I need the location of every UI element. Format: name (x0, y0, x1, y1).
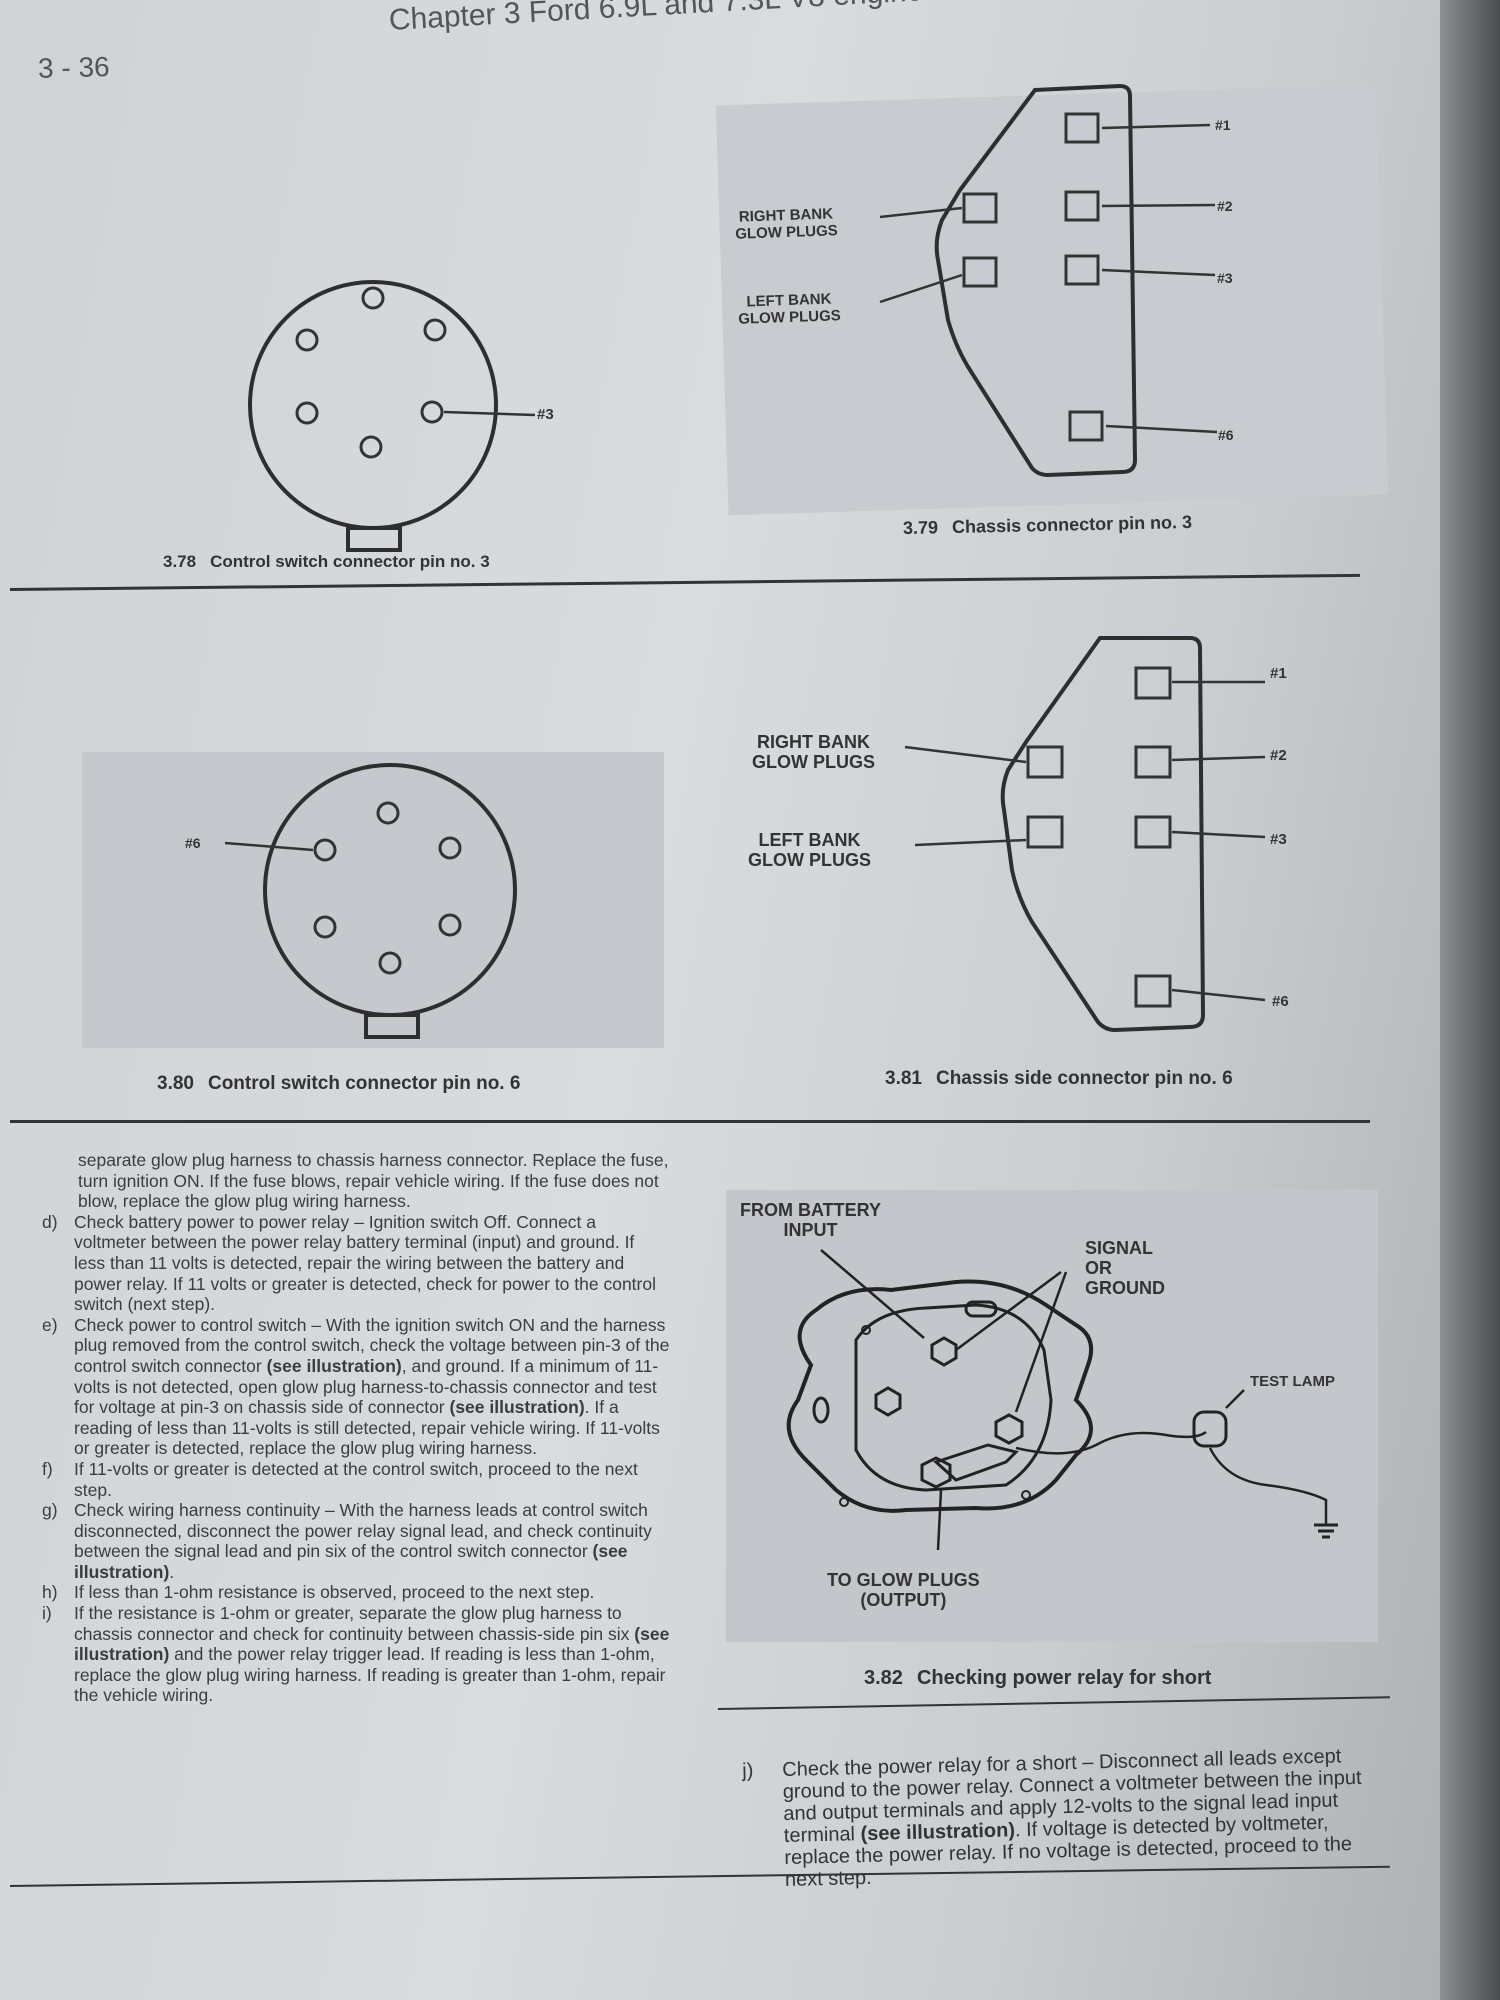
fig-381-caption: 3.81 Chassis side connector pin no. 6 (885, 1068, 1233, 1090)
body-steps: d) Check battery power to power relay – I… (42, 1212, 670, 1706)
fig-381-pin-2: #2 (1270, 747, 1287, 764)
text-run: If the resistance is 1-ohm or greater, s… (74, 1603, 635, 1644)
text-run: . If a reading of less than 11-volts is … (74, 1397, 660, 1459)
fig-382-text: Checking power relay for short (916, 1667, 1212, 1689)
fig-381-pin-3: #3 (1270, 831, 1287, 848)
fig-380-diagram (224, 763, 517, 1039)
fig-379-number: 3.79 (902, 517, 939, 539)
test-lamp-bulb (1192, 1410, 1228, 1448)
pin-6-leader (224, 841, 314, 852)
fig-381-pin-1: #1 (1270, 665, 1287, 682)
step-tag: h) (42, 1582, 58, 1603)
fig-380-background (82, 752, 664, 1048)
separator-rule (9, 573, 1360, 591)
pin-3-leader (443, 410, 536, 417)
pin (295, 328, 319, 352)
pin (359, 435, 383, 459)
text-run: If 11-volts or greater is detected at th… (74, 1458, 638, 1500)
fig-381-text: Chassis side connector pin no. 6 (935, 1068, 1233, 1089)
separator-rule (10, 1120, 1370, 1123)
fig-379-diagram (879, 83, 1218, 478)
fig-378-text: Control switch connector pin no. 3 (210, 552, 490, 571)
fig-381-number: 3.81 (885, 1068, 922, 1089)
text-run: Check wiring harness continuity – With t… (74, 1500, 652, 1562)
body-text-column: separate glow plug harness to chassis ha… (42, 1150, 670, 1706)
pin (361, 286, 385, 310)
fig-379-text: Chassis connector pin no. 3 (951, 511, 1193, 537)
fig-382-caption: 3.82 Checking power relay for short (864, 1667, 1211, 1690)
power-relay-body (786, 1279, 1093, 1513)
fig-382-background (726, 1190, 1378, 1642)
fig-382-from-battery-label: FROM BATTERY INPUT (740, 1200, 881, 1240)
fig-378-diagram (248, 280, 536, 552)
pin-6 (313, 838, 337, 862)
fig-381-left-bank-label: LEFT BANK GLOW PLUGS (748, 830, 871, 870)
pin (376, 801, 400, 825)
text-run: Check battery power to power relay – Ign… (74, 1211, 656, 1315)
fig-379-caption: 3.79 Chassis connector pin no. 3 (903, 512, 1192, 539)
fig-381-right-bank-label: RIGHT BANK GLOW PLUGS (752, 732, 875, 772)
step-g: g) Check wiring harness continuity – With… (42, 1500, 670, 1582)
manual-page: 3 - 36 Chapter 3 Ford 6.9L and 7.3L V8 e… (0, 0, 1440, 2000)
fig-382-diagram (786, 1249, 1338, 1551)
fig-379-pin-1: #1 (1215, 117, 1231, 133)
fig-378-number: 3.78 (163, 552, 197, 571)
body-continuation: separate glow plug harness to chassis ha… (78, 1150, 669, 1212)
chassis-connector-outline (934, 83, 1138, 478)
pin (313, 915, 337, 939)
fig-380-pin-label: #6 (185, 835, 201, 851)
step-f: f) If 11-volts or greater is detected at … (42, 1459, 670, 1500)
connector-key (346, 526, 402, 552)
pin-3 (420, 400, 444, 424)
fig-379-right-bank-label: RIGHT BANK GLOW PLUGS (735, 205, 839, 243)
illustration-ref: (see illustration) (266, 1355, 402, 1376)
illustration-ref: (see illustration) (449, 1397, 585, 1418)
step-tag: e) (42, 1314, 58, 1335)
facing-page-edge (1440, 0, 1500, 2000)
fig-380-number: 3.80 (157, 1073, 194, 1094)
pin (438, 913, 462, 937)
step-e: e) Check power to control switch – With t… (42, 1315, 670, 1459)
pin (423, 318, 447, 342)
fig-381-diagram (904, 636, 1266, 1033)
text-run: , and ground. If a minimum of 11-volts i… (74, 1355, 659, 1418)
fig-380-text: Control switch connector pin no. 6 (207, 1073, 521, 1094)
fig-380-caption: 3.80 Control switch connector pin no. 6 (157, 1073, 520, 1095)
text-run: Check power to control switch – With the… (74, 1314, 670, 1376)
step-i: i) If the resistance is 1-ohm or greater,… (42, 1603, 670, 1706)
fig-379-left-bank-label: LEFT BANK GLOW PLUGS (738, 290, 842, 328)
fig-378-caption: 3.78 Control switch connector pin no. 3 (163, 552, 490, 572)
connector-outline (248, 280, 498, 530)
page-number: 3 - 36 (37, 51, 110, 84)
fig-379-pin-3: #3 (1217, 270, 1233, 286)
pin (378, 951, 402, 975)
text-run: If less than 1-ohm resistance is observe… (74, 1582, 595, 1603)
separator-rule (717, 1696, 1390, 1710)
step-h: h) If less than 1-ohm resistance is obser… (42, 1582, 670, 1603)
chassis-connector-outline (1000, 636, 1206, 1033)
pin (295, 401, 319, 425)
step-d: d) Check battery power to power relay – I… (42, 1212, 670, 1315)
text-run: . (169, 1561, 175, 1582)
step-tag: f) (42, 1458, 53, 1479)
connector-key (364, 1013, 420, 1039)
text-run: and the power relay trigger lead. If rea… (74, 1644, 666, 1706)
fig-379-pin-6: #6 (1218, 427, 1234, 443)
fig-382-test-lamp-label: TEST LAMP (1250, 1373, 1335, 1390)
illustration-ref: (see illustration) (74, 1541, 628, 1582)
fig-382-to-glow-label: TO GLOW PLUGS (OUTPUT) (827, 1570, 980, 1610)
fig-382-signal-label: SIGNAL OR GROUND (1085, 1238, 1165, 1298)
fig-379-pin-2: #2 (1217, 198, 1233, 214)
step-tag: d) (42, 1211, 58, 1232)
step-tag: g) (42, 1500, 58, 1521)
chapter-title: Chapter 3 Ford 6.9L and 7.3L V8 engines (388, 0, 939, 37)
fig-382-number: 3.82 (864, 1667, 903, 1689)
fig-378-pin-label: #3 (537, 406, 554, 423)
fig-381-pin-6: #6 (1272, 993, 1289, 1010)
illustration-ref: (see illustration) (74, 1623, 670, 1665)
step-tag: i) (42, 1603, 52, 1624)
pin (438, 836, 462, 860)
step-j-tag: j) (742, 1759, 754, 1782)
